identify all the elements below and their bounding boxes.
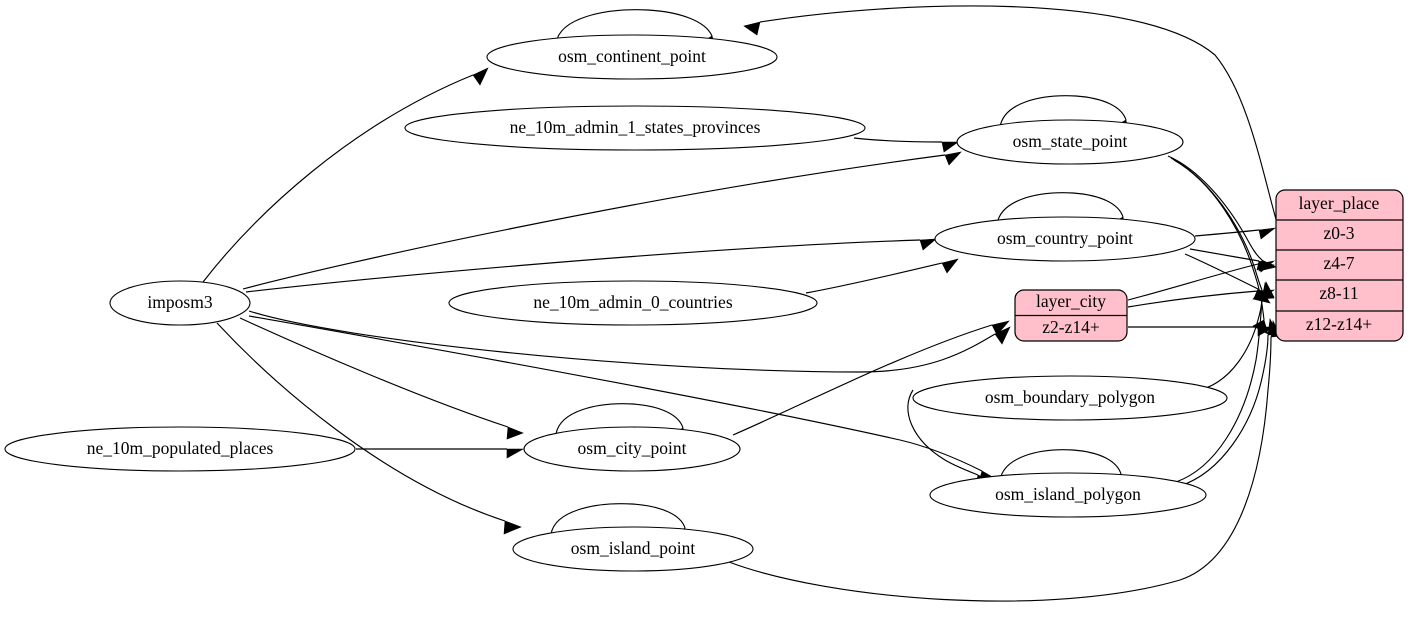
node-label: osm_city_point: [578, 438, 687, 458]
self-loop-osm_island_polygon: [999, 449, 1122, 481]
edge-osm_country_point-to-layer_place-z8-11: [1184, 253, 1259, 290]
layer_place-box[interactable]: [1275, 189, 1404, 342]
node-layer_city[interactable]: layer_city z2-z14+: [1014, 289, 1128, 342]
layer_place-row-z4-7[interactable]: z4-7: [1323, 253, 1354, 273]
node-shape[interactable]: [934, 216, 1196, 262]
edge-imposm3-to-osm_state_point: [242, 154, 946, 290]
arrowhead: [506, 448, 525, 459]
arrowhead: [941, 141, 959, 153]
node-label: osm_island_polygon: [995, 484, 1141, 504]
edge-boundary-left-curve: [907, 389, 979, 476]
edge-imposm3-to-osm_island_polygon: [248, 315, 983, 472]
node-shape[interactable]: [929, 472, 1207, 518]
node-label: ne_10m_admin_1_states_provinces: [510, 117, 761, 137]
node-shape[interactable]: [448, 280, 818, 326]
node-osm_state_point[interactable]: osm_state_point: [956, 119, 1184, 165]
node-osm_island_point[interactable]: osm_island_point: [512, 526, 754, 572]
edge-osm_island_point-to-layer_place: [728, 336, 1272, 602]
node-label: ne_10m_populated_places: [87, 438, 274, 458]
edge-osm_city_point-to-layer_city: [732, 324, 993, 436]
edge-layer_place-to-osm_continent_point: [759, 5, 1278, 224]
node-shape[interactable]: [956, 119, 1184, 165]
arrowhead: [941, 258, 959, 274]
arrowhead: [1258, 227, 1277, 240]
node-osm_city_point[interactable]: osm_city_point: [523, 426, 741, 472]
layer_place-row-z12-z14[interactable]: z12-z14+: [1306, 314, 1372, 334]
edge-layer_city-to-layer_place-z8-11: [1127, 290, 1259, 308]
edge-ne_admin1-to-osm_state_point: [853, 137, 943, 143]
node-layer_place[interactable]: layer_place z0-3 z4-7 z8-11 z12-z14+: [1275, 189, 1404, 342]
layer_place-title: layer_place: [1299, 193, 1380, 213]
self-loop-osm_state_point: [999, 95, 1127, 128]
node-osm_island_polygon[interactable]: osm_island_polygon: [929, 472, 1207, 518]
arrowhead: [919, 238, 937, 251]
node-label: osm_state_point: [1013, 131, 1128, 151]
node-shape[interactable]: [912, 375, 1228, 421]
self-loop-osm_continent_point: [555, 9, 713, 44]
edge-imposm3-to-osm_island_point: [216, 322, 506, 522]
edge-osm_state_point-to-layer_place-z4-7: [1167, 155, 1263, 261]
edge-layer_city-to-layer_place-z4-7: [1127, 263, 1259, 301]
node-label: osm_continent_point: [558, 46, 706, 66]
node-label: osm_boundary_polygon: [985, 387, 1155, 407]
layer_city-title: layer_city: [1036, 291, 1106, 311]
node-label: ne_10m_admin_0_countries: [533, 292, 732, 312]
arrowhead: [1261, 282, 1275, 300]
edge-osm_boundary_polygon-to-layer_place: [1205, 296, 1263, 389]
node-shape[interactable]: [109, 280, 251, 326]
node-label: imposm3: [147, 292, 212, 312]
edge-imposm3-to-layer_city: [248, 310, 996, 373]
node-label: osm_country_point: [997, 228, 1133, 248]
arrowhead: [994, 326, 1011, 345]
edge-osm_island_polygon-to-layer_place-z12: [1179, 334, 1269, 487]
node-layer: imposm3 ne_10m_populated_places osm_cont…: [4, 34, 1404, 572]
node-ne_10m_admin_0_countries[interactable]: ne_10m_admin_0_countries: [448, 280, 818, 326]
node-ne_10m_populated_places[interactable]: ne_10m_populated_places: [4, 426, 356, 472]
arrowhead: [944, 151, 962, 166]
node-ne_10m_admin_1_states_provinces[interactable]: ne_10m_admin_1_states_provinces: [404, 105, 866, 151]
node-osm_country_point[interactable]: osm_country_point: [934, 216, 1196, 262]
node-osm_boundary_polygon[interactable]: osm_boundary_polygon: [912, 375, 1228, 421]
node-shape[interactable]: [486, 34, 778, 80]
layer_city-row-z2-z14[interactable]: z2-z14+: [1042, 317, 1100, 337]
arrowhead: [503, 520, 522, 535]
arrowhead: [991, 320, 1010, 336]
edge-ne_admin0-to-osm_country_point: [805, 262, 943, 294]
arrowhead: [1257, 260, 1276, 273]
self-loop-osm_island_point: [550, 503, 686, 535]
arrowhead: [506, 426, 524, 440]
edge-imposm3-to-osm_country_point: [245, 239, 921, 293]
arrowhead: [743, 21, 761, 36]
self-loop-osm_city_point: [555, 403, 684, 435]
node-shape[interactable]: [4, 426, 356, 472]
node-label: osm_island_point: [571, 538, 696, 558]
edge-imposm3-to-osm_city_point: [239, 317, 509, 428]
edge-osm_state_point-to-layer_place-z8-11: [1170, 157, 1263, 291]
self-loop-osm_country_point: [996, 192, 1124, 225]
edge-osm_country_point-to-layer_place-z0-3: [1194, 229, 1260, 237]
node-osm_continent_point[interactable]: osm_continent_point: [486, 34, 778, 80]
layer_place-row-z0-3[interactable]: z0-3: [1323, 223, 1354, 243]
node-shape[interactable]: [523, 426, 741, 472]
node-imposm3[interactable]: imposm3: [109, 280, 251, 326]
node-shape[interactable]: [404, 105, 866, 151]
arrowhead: [472, 67, 489, 86]
edge-imposm3-to-osm_continent_point: [202, 74, 474, 283]
layer_place-row-z8-11[interactable]: z8-11: [1319, 283, 1358, 303]
edge-osm_country_point-to-layer_place-z4-7: [1189, 248, 1260, 262]
node-shape[interactable]: [512, 526, 754, 572]
edge-osm_island_polygon-to-layer_place-z8-11: [1175, 298, 1263, 483]
